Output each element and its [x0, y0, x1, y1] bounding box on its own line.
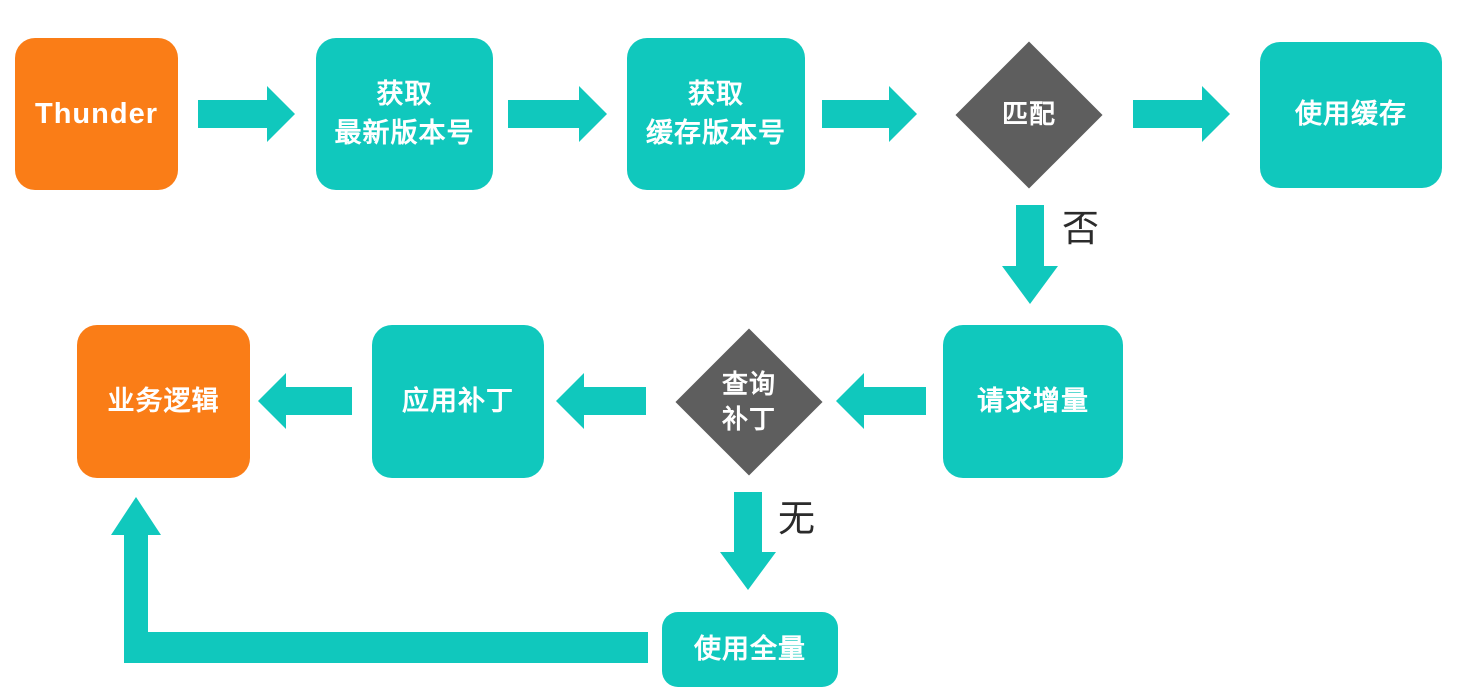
node-use-cache-label: 使用缓存 — [1295, 99, 1407, 130]
arrow-use-full-return-vbar-icon — [124, 534, 148, 663]
node-use-full-label: 使用全量 — [694, 633, 806, 664]
arrow-get-cached-to-match-icon — [822, 86, 917, 142]
arrow-shaft — [1016, 205, 1044, 267]
node-get-cached-version-line2: 缓存版本号 — [646, 118, 786, 148]
arrow-head — [579, 86, 607, 142]
arrow-thunder-to-get-latest-icon — [198, 86, 295, 142]
decision-query-patch-line1: 查询 — [721, 368, 776, 399]
arrow-shaft — [508, 100, 580, 128]
edge-label-none: 无 — [778, 498, 815, 539]
node-use-cache: 使用缓存 — [1260, 42, 1442, 188]
arrow-apply-patch-to-business-logic-icon — [258, 373, 352, 429]
arrow-head — [889, 86, 917, 142]
decision-query-patch-label: 查询 补丁 — [687, 340, 811, 464]
node-get-cached-version: 获取 缓存版本号 — [627, 38, 805, 190]
arrow-head — [258, 373, 286, 429]
node-use-full: 使用全量 — [662, 612, 838, 687]
node-apply-patch: 应用补丁 — [372, 325, 544, 478]
node-get-latest-version-line1: 获取 — [376, 78, 433, 109]
arrow-head — [836, 373, 864, 429]
arrow-use-full-return-head-icon — [111, 497, 161, 535]
node-get-latest-version-line2: 最新版本号 — [334, 118, 475, 148]
arrow-shaft — [1133, 100, 1203, 128]
arrow-head — [1202, 86, 1230, 142]
decision-match-label: 匹配 — [1001, 99, 1056, 130]
node-business-logic-label: 业务逻辑 — [107, 385, 220, 416]
arrow-shaft — [734, 492, 762, 553]
arrow-use-full-return-hbar-icon — [125, 632, 648, 663]
arrow-shaft — [583, 387, 646, 415]
arrow-head — [720, 552, 776, 590]
arrow-head — [1002, 266, 1058, 304]
decision-match: 匹配 — [955, 41, 1103, 189]
arrow-shaft — [198, 100, 268, 128]
arrow-match-to-request-increment-icon — [1002, 205, 1058, 304]
edge-label-no: 否 — [1062, 208, 1099, 249]
node-thunder-label: Thunder — [35, 97, 158, 130]
arrow-shaft — [822, 100, 890, 128]
decision-query-patch: 查询 补丁 — [675, 328, 823, 476]
arrow-query-patch-to-use-full-icon — [720, 492, 776, 590]
node-request-increment: 请求增量 — [943, 325, 1123, 478]
node-request-increment-label: 请求增量 — [977, 385, 1089, 416]
arrow-request-increment-to-query-patch-icon — [836, 373, 926, 429]
arrow-match-to-use-cache-icon — [1133, 86, 1230, 142]
node-get-cached-version-line1: 获取 — [688, 78, 744, 109]
arrow-head — [556, 373, 584, 429]
node-apply-patch-label: 应用补丁 — [402, 385, 514, 416]
node-thunder: Thunder — [15, 38, 178, 190]
arrow-get-latest-to-get-cached-icon — [508, 86, 607, 142]
decision-query-patch-line2: 补丁 — [721, 404, 776, 434]
arrow-head — [267, 86, 295, 142]
arrow-shaft — [285, 387, 352, 415]
node-business-logic: 业务逻辑 — [77, 325, 250, 478]
node-get-latest-version: 获取 最新版本号 — [316, 38, 493, 190]
arrow-shaft — [863, 387, 926, 415]
arrow-query-patch-to-apply-patch-icon — [556, 373, 646, 429]
